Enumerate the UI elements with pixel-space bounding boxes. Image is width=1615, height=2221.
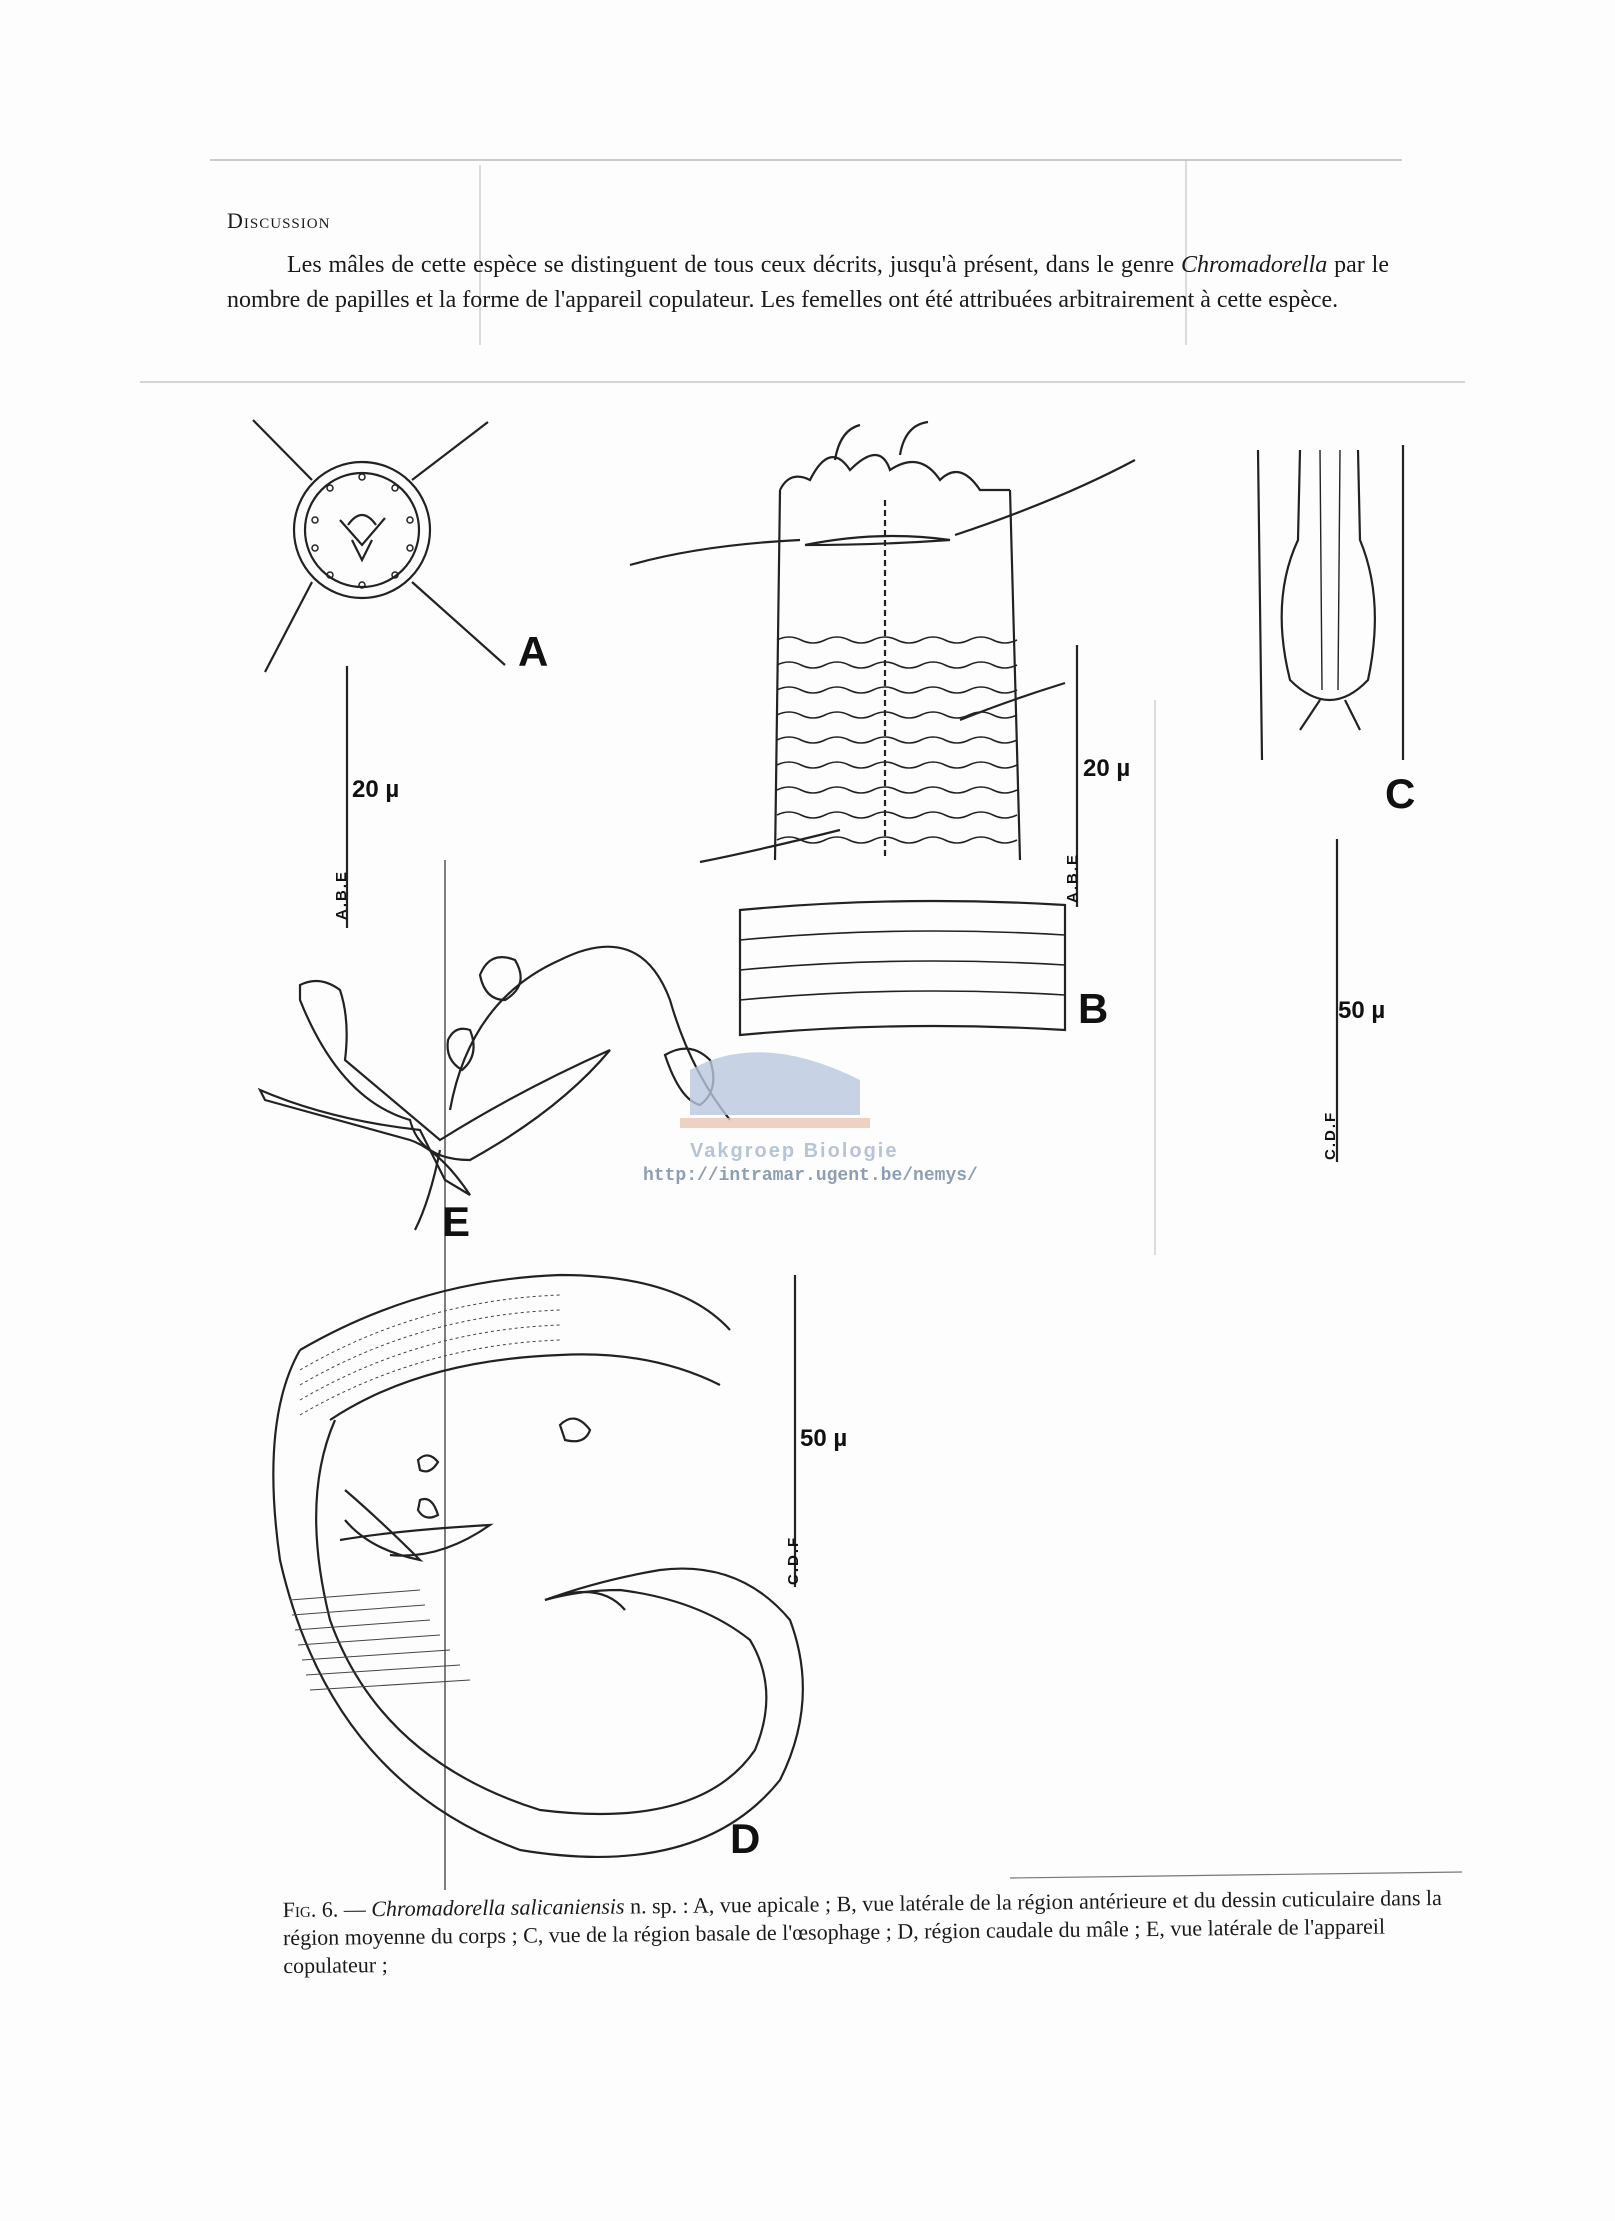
scale-label-c: 50 µ [1338, 997, 1386, 1024]
caption-species: Chromadorella salicaniensis [371, 1893, 625, 1922]
panel-label-c: C [1385, 770, 1416, 817]
scale-group-d: C.D.F [785, 1535, 802, 1585]
paragraph-text: par le nombre de papilles et la forme de… [227, 252, 1389, 313]
paragraph-text: Les mâles de cette espèce se distinguent… [287, 252, 1182, 278]
scale-label-d: 50 µ [800, 1425, 848, 1452]
discussion-paragraph: Les mâles de cette espèce se distinguent… [227, 248, 1389, 318]
drawing-a-apical-view [252, 419, 506, 673]
drawing-c-oesophagus [1256, 445, 1405, 761]
scale-label-a: 20 µ [352, 776, 400, 803]
panel-label-d: D [730, 1815, 761, 1862]
section-heading: Discussion [227, 208, 331, 233]
drawing-b-anterior-region [629, 420, 1136, 1037]
figure-caption: Fig. 6. — Chromadorella salicaniensis n.… [283, 1884, 1449, 1980]
panel-label-b: B [1078, 985, 1109, 1032]
scale-group-a: A.B.E [333, 869, 350, 920]
drawing-e-copulatory-apparatus [257, 945, 731, 1231]
panel-label-e: E [442, 1198, 471, 1245]
watermark-logo [680, 1052, 870, 1128]
watermark-name: Vakgroep Biologie [690, 1140, 899, 1162]
scale-label-b: 20 µ [1083, 755, 1131, 782]
scale-group-b: A.B.E [1064, 852, 1081, 903]
caption-prefix: Fig. 6. — [282, 1896, 372, 1923]
panel-label-a: A [518, 628, 549, 675]
watermark-url: http://intramar.ugent.be/nemys/ [643, 1166, 978, 1186]
scale-group-c: C.D.F [1322, 1110, 1339, 1160]
genus-name: Chromadorella [1181, 252, 1328, 278]
drawing-d-caudal-region [272, 1273, 804, 1859]
